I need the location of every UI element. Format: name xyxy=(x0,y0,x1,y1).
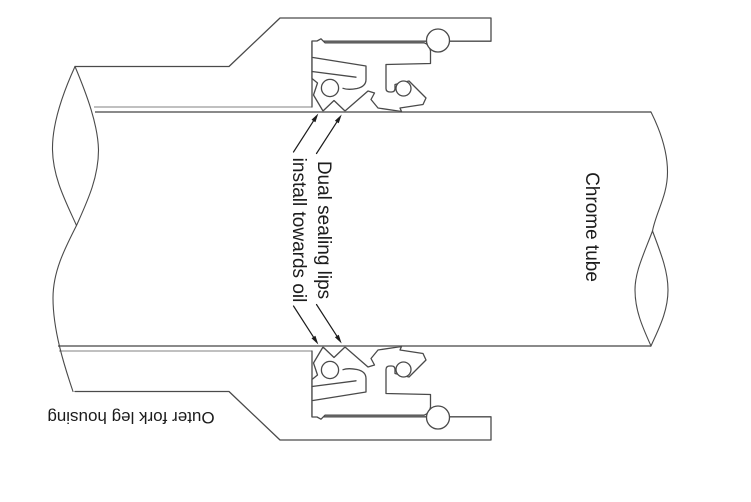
right-break-lines xyxy=(634,111,669,347)
outer-fork-housing-label: Outer fork leg housing xyxy=(47,408,215,427)
seal-install-note-line1: Dual sealing lips xyxy=(313,160,334,300)
left-break-lines xyxy=(51,65,100,393)
seal-install-note: Dual sealing lips install towards oil xyxy=(286,158,336,303)
chrome-tube-label: Chrome tube xyxy=(581,172,602,282)
housing-bore-lines xyxy=(59,106,312,352)
chrome-tube-lines xyxy=(58,111,651,347)
upper-half-assembly xyxy=(74,17,492,155)
seal-install-note-line2: install towards oil xyxy=(288,157,309,303)
